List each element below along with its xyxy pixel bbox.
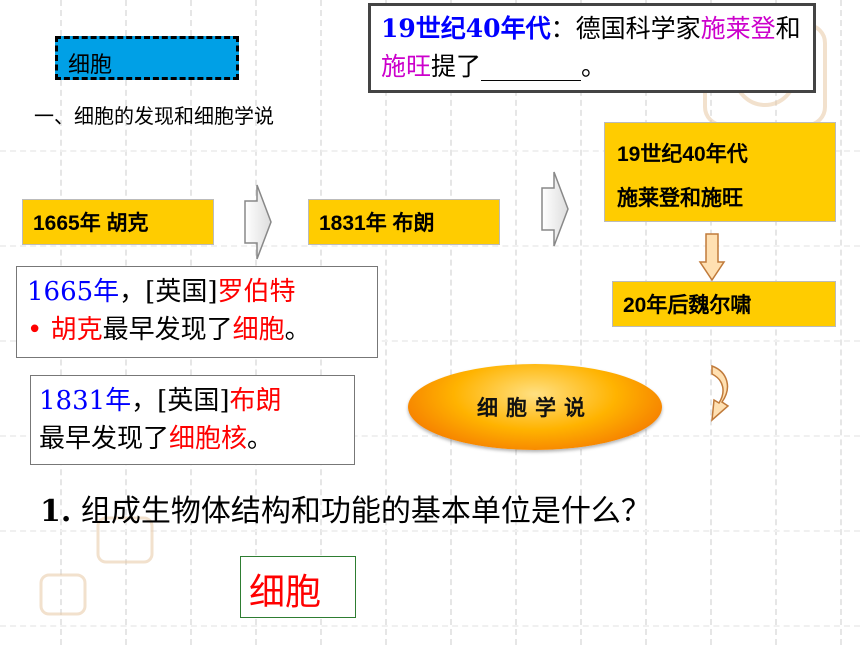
info-box-brown: 1831年，[英国]布朗 最早发现了细胞核。 [30,375,355,465]
section-title: 一、细胞的发现和细胞学说 [34,104,274,128]
right-arrow-icon [541,171,569,247]
discovery-object: 细胞核 [169,424,248,454]
scientist-name: 施旺 [381,52,432,81]
text: 最早发现了 [39,424,170,454]
info-box-hooke: 1665年，[英国]罗伯特 • 胡克最早发现了细胞。 [16,266,378,358]
text: 。 [284,315,311,345]
question-body: 组成生物体结构和功能的基本单位是什么？ [71,494,651,529]
cell-theory-button[interactable]: 细胞学说 [408,364,662,450]
right-arrow-icon [244,184,272,260]
down-arrow-icon [698,233,726,282]
topic-tag: 细胞 [55,36,239,80]
text: 和 [775,14,801,43]
timeline-box-20-years-later: 20年后魏尔啸 [612,281,836,327]
fill-in-question-box: 19世纪40年代：德国科学家施莱登和施旺提了________。 [368,3,816,93]
timeline-line: 19世纪40年代 [617,143,748,166]
scientist-name: 胡克 [50,315,103,345]
year-text: 1665年 [27,277,120,307]
decorative-seal [96,516,154,564]
scientist-name: 施莱登 [700,14,776,43]
timeline-box-1665: 1665年 胡克 [22,199,214,245]
answer-box[interactable]: 细胞 [240,556,356,618]
text: 提了________。 [431,52,607,81]
timeline-line: 施莱登和施旺 [617,187,743,210]
year-text: 1831年 [39,386,132,416]
timeline-box-1831: 1831年 布朗 [308,199,500,245]
question-text: 1. 组成生物体结构和功能的基本单位是什么？ [40,486,651,530]
scientist-name: 布朗 [229,386,282,416]
cell-theory-label: 细胞学说 [477,396,593,420]
discovery-object: 细胞 [232,315,285,345]
decorative-seal [39,573,87,616]
text: ，[英国] [131,386,230,416]
text: ，[英国] [119,277,218,307]
bullet: • [27,315,43,345]
year-text: 19世纪40年代 [381,14,551,43]
scientist-name: 罗伯特 [217,277,296,307]
text: 最早发现了 [102,315,233,345]
timeline-box-19th-century: 19世纪40年代 施莱登和施旺 [604,122,836,222]
text: 。 [247,424,274,454]
text: ：德国科学家 [550,14,701,43]
curved-arrow-icon [711,364,730,422]
question-number: 1. [40,494,72,529]
